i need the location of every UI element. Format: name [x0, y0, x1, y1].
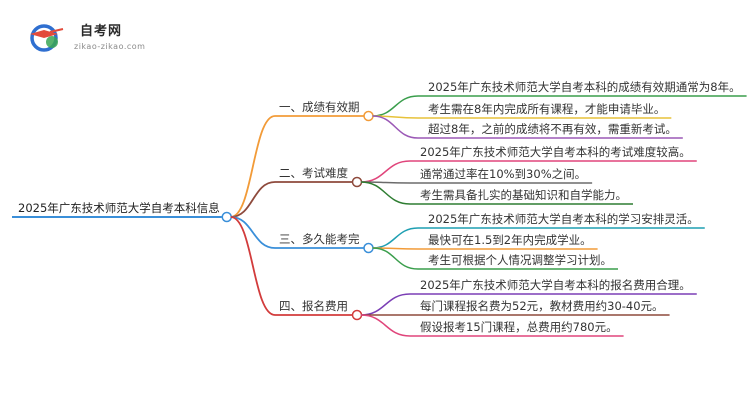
leaf-validity-2: 考生需在8年内完成所有课程，才能申请毕业。: [428, 102, 666, 116]
leaf-validity-1: 2025年广东技术师范大学自考本科的成绩有效期通常为8年。: [428, 80, 741, 94]
leaf-link-3-2: [360, 314, 411, 337]
site-title: 自考网: [80, 24, 123, 39]
leaf-link-2-2: [372, 247, 419, 270]
leaf-difficulty-3: 考生需具备扎实的基础知识和自学能力。: [420, 188, 627, 202]
site-logo[interactable]: 自考网 zikao-zikao.com: [30, 18, 170, 58]
branch-connector-dot-3: [351, 309, 363, 321]
leaf-validity-3: 超过8年，之前的成绩将不再有效，需重新考试。: [428, 122, 677, 136]
leaf-difficulty-1: 2025年广东技术师范大学自考本科的考试难度较高。: [420, 145, 691, 159]
leaf-link-1-2: [360, 181, 411, 205]
branch-connector-dot-0: [363, 110, 374, 122]
root-connector-dot: [221, 211, 233, 223]
branch-link-0: [230, 115, 276, 218]
leaf-duration-3: 考生可根据个人情况调整学习计划。: [428, 253, 612, 267]
branch-difficulty: 二、考试难度: [279, 166, 348, 180]
leaf-duration-1: 2025年广东技术师范大学自考本科的学习安排灵活。: [428, 212, 699, 226]
branch-connector-dot-1: [351, 176, 363, 188]
branch-connector-dot-2: [363, 242, 374, 254]
leaf-fees-2: 每门课程报名费为52元，教材费用约30-40元。: [420, 299, 664, 313]
branch-validity: 一、成绩有效期: [279, 100, 360, 114]
leaf-fees-1: 2025年广东技术师范大学自考本科的报名费用合理。: [420, 278, 691, 292]
branch-link-2: [230, 216, 276, 249]
leaf-link-0-2: [372, 115, 419, 139]
graduation-cap-icon: [30, 24, 64, 52]
branch-fees: 四、报名费用: [279, 299, 348, 313]
leaf-link-1-0: [360, 160, 411, 183]
leaf-fees-3: 假设报考15门课程，总费用约780元。: [420, 320, 618, 334]
leaf-link-0-0: [372, 95, 419, 117]
branch-link-3: [230, 216, 276, 316]
site-url: zikao-zikao.com: [74, 42, 146, 51]
branch-duration: 三、多久能考完: [279, 232, 360, 246]
leaf-duration-2: 最快可在1.5到2年内完成学业。: [428, 233, 592, 247]
leaf-link-3-0: [360, 293, 411, 316]
leaf-link-2-0: [372, 227, 419, 249]
root-node: 2025年广东技术师范大学自考本科信息: [18, 201, 220, 215]
leaf-difficulty-2: 通常通过率在10%到30%之间。: [420, 167, 587, 181]
branch-link-1: [230, 181, 276, 218]
